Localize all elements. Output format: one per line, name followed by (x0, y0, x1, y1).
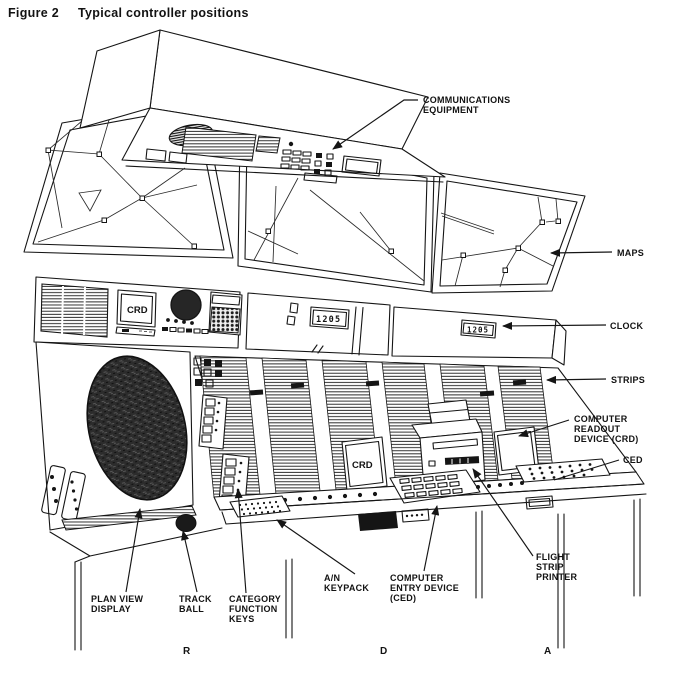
callouts: COMMUNICATIONS EQUIPMENT MAPS CLOCK STRI… (91, 95, 645, 657)
figure-number: Figure 2 (8, 6, 59, 20)
an-keypack-keys (238, 500, 282, 516)
panel-buttons (162, 318, 209, 335)
callout-computer-entry-device: COMPUTER ENTRY DEVICE (CED) (390, 505, 459, 603)
callout-computer-readout-device: COMPUTER READOUT DEVICE (CRD) (518, 414, 639, 444)
svg-text:DEVICE (CRD): DEVICE (CRD) (574, 434, 639, 444)
svg-text:CATEGORY: CATEGORY (229, 594, 281, 604)
plan-view-display-screen (86, 355, 188, 501)
desk-drawer (525, 495, 554, 510)
clock-a-time: 1205 (467, 326, 489, 335)
communications-equipment (145, 123, 382, 184)
callout-strips: STRIPS (545, 375, 645, 385)
under-desk-panel (358, 511, 398, 531)
position-letters: R D A (183, 646, 551, 657)
desk: CRD (193, 355, 647, 531)
crd-head-label: CRD (127, 305, 148, 316)
console-legs (74, 498, 641, 651)
callout-track-ball: TRACK BALL (179, 530, 212, 614)
svg-text:PLAN VIEW: PLAN VIEW (91, 594, 144, 604)
map-screen-a (431, 172, 586, 294)
callout-ced: CED (553, 455, 643, 481)
head-panel-r: CRD (33, 276, 243, 349)
callout-maps: MAPS (549, 248, 644, 258)
svg-text:CLOCK: CLOCK (610, 321, 643, 331)
svg-text:DISPLAY: DISPLAY (91, 604, 131, 614)
svg-text:TRACK: TRACK (179, 594, 212, 604)
svg-text:MAPS: MAPS (617, 248, 644, 258)
canopy (79, 29, 446, 184)
head-panels: CRD (33, 276, 567, 366)
svg-text:ENTRY DEVICE: ENTRY DEVICE (390, 583, 459, 593)
computer-entry-device-a (515, 458, 611, 483)
svg-text:STRIP: STRIP (536, 562, 564, 572)
clock-d-time: 1205 (316, 315, 341, 325)
map-screen-d (237, 135, 435, 293)
svg-text:COMPUTER: COMPUTER (390, 573, 444, 583)
category-function-keys (193, 357, 250, 506)
svg-text:A/N: A/N (324, 573, 340, 583)
speaker-grille (40, 283, 109, 338)
svg-text:COMMUNICATIONS: COMMUNICATIONS (423, 95, 510, 105)
clock-a: 1205 (460, 319, 497, 339)
svg-text:CED: CED (623, 455, 643, 465)
svg-text:READOUT: READOUT (574, 424, 621, 434)
svg-text:PRINTER: PRINTER (536, 572, 578, 582)
figure-title: Typical controller positions (78, 6, 249, 20)
svg-text:KEYS: KEYS (229, 614, 255, 624)
pen-tray (61, 505, 197, 531)
svg-text:BALL: BALL (179, 604, 204, 614)
callout-plan-view-display: PLAN VIEW DISPLAY (91, 508, 144, 614)
head-panel-d: 1205 (245, 292, 391, 356)
side-button-panel (41, 465, 86, 522)
clock-d: 1205 (309, 306, 350, 330)
svg-text:KEYPACK: KEYPACK (324, 583, 369, 593)
callout-clock: CLOCK (501, 321, 643, 331)
svg-text:(CED): (CED) (390, 593, 416, 603)
svg-text:FLIGHT: FLIGHT (536, 552, 570, 562)
callout-communications-equipment: COMMUNICATIONS EQUIPMENT (332, 95, 510, 150)
crd-desk-label: CRD (352, 460, 373, 471)
head-panel-a: 1205 (391, 306, 567, 366)
callout-an-keypack: A/N KEYPACK (276, 519, 369, 593)
svg-text:COMPUTER: COMPUTER (574, 414, 628, 424)
figure-caption: Figure 2 Typical controller positions (8, 6, 249, 20)
crd-desk-display: CRD (341, 436, 388, 492)
crd-head-display: CRD (115, 289, 157, 337)
track-ball-device (175, 514, 197, 532)
callout-category-function-keys: CATEGORY FUNCTION KEYS (229, 487, 281, 624)
position-r: R (183, 646, 191, 657)
position-d: D (380, 646, 387, 657)
head-keypad (208, 291, 243, 336)
callout-flight-strip-printer: FLIGHT STRIP PRINTER (472, 468, 578, 582)
svg-text:EQUIPMENT: EQUIPMENT (423, 105, 479, 115)
svg-text:STRIPS: STRIPS (611, 375, 645, 385)
pvd-console (35, 341, 291, 563)
canopy-gable (79, 29, 161, 129)
svg-text:FUNCTION: FUNCTION (229, 604, 278, 614)
computer-entry-device-d (389, 469, 524, 504)
position-a: A (544, 646, 551, 657)
scope-knob (170, 289, 202, 321)
